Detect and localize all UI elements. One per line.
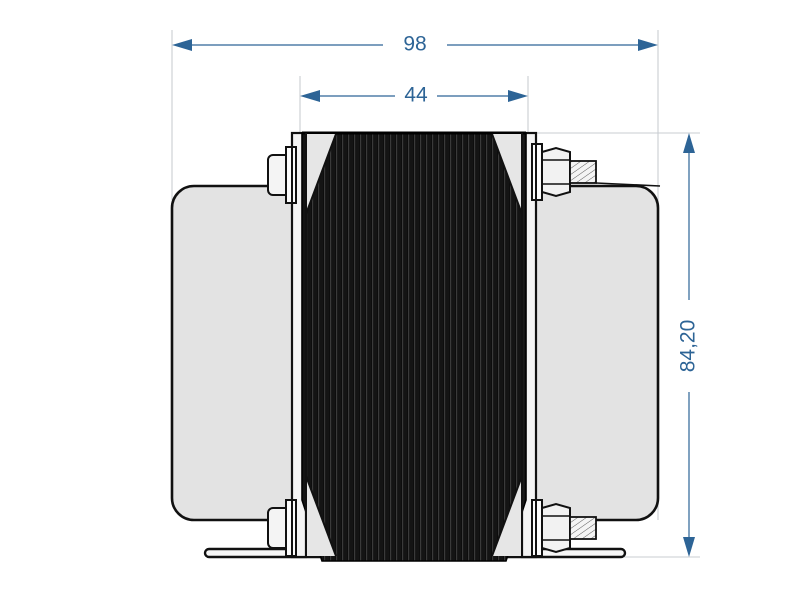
core-stack-body (301, 132, 527, 562)
dimension-overall-height: 84,20 (677, 133, 700, 557)
dim-height-arrow-top (683, 133, 695, 153)
dim-44-arrow-left (300, 90, 320, 102)
bolt-top-right-tie-line (595, 182, 661, 187)
bolt-top-right-thread (569, 160, 597, 184)
core-corner-wedges (305, 133, 523, 557)
laminated-core (301, 131, 527, 562)
dim-98-arrow-left (172, 39, 192, 51)
dim-height-arrow-bottom (683, 537, 695, 557)
dimension-overall-width: 98 (172, 33, 658, 56)
bolt-bottom-right-hex-nut (541, 502, 571, 554)
dim-44-arrow-right (508, 90, 528, 102)
clamp-plate-edges (291, 133, 537, 557)
wedge-edge-tl (305, 133, 337, 215)
wedge-edge-bl (305, 475, 337, 557)
bolt-top-right-hex-nut (541, 146, 571, 198)
dim-98-label: 98 (403, 33, 426, 56)
dimension-core-width: 44 (300, 84, 528, 107)
dim-44-label: 44 (404, 84, 428, 107)
wedge-edge-tr (491, 133, 523, 215)
dim-height-label: 84,20 (677, 320, 700, 373)
bolt-bottom-right-thread (569, 516, 597, 540)
wedge-edge-br2 (491, 475, 523, 557)
dim-98-arrow-right (638, 39, 658, 51)
